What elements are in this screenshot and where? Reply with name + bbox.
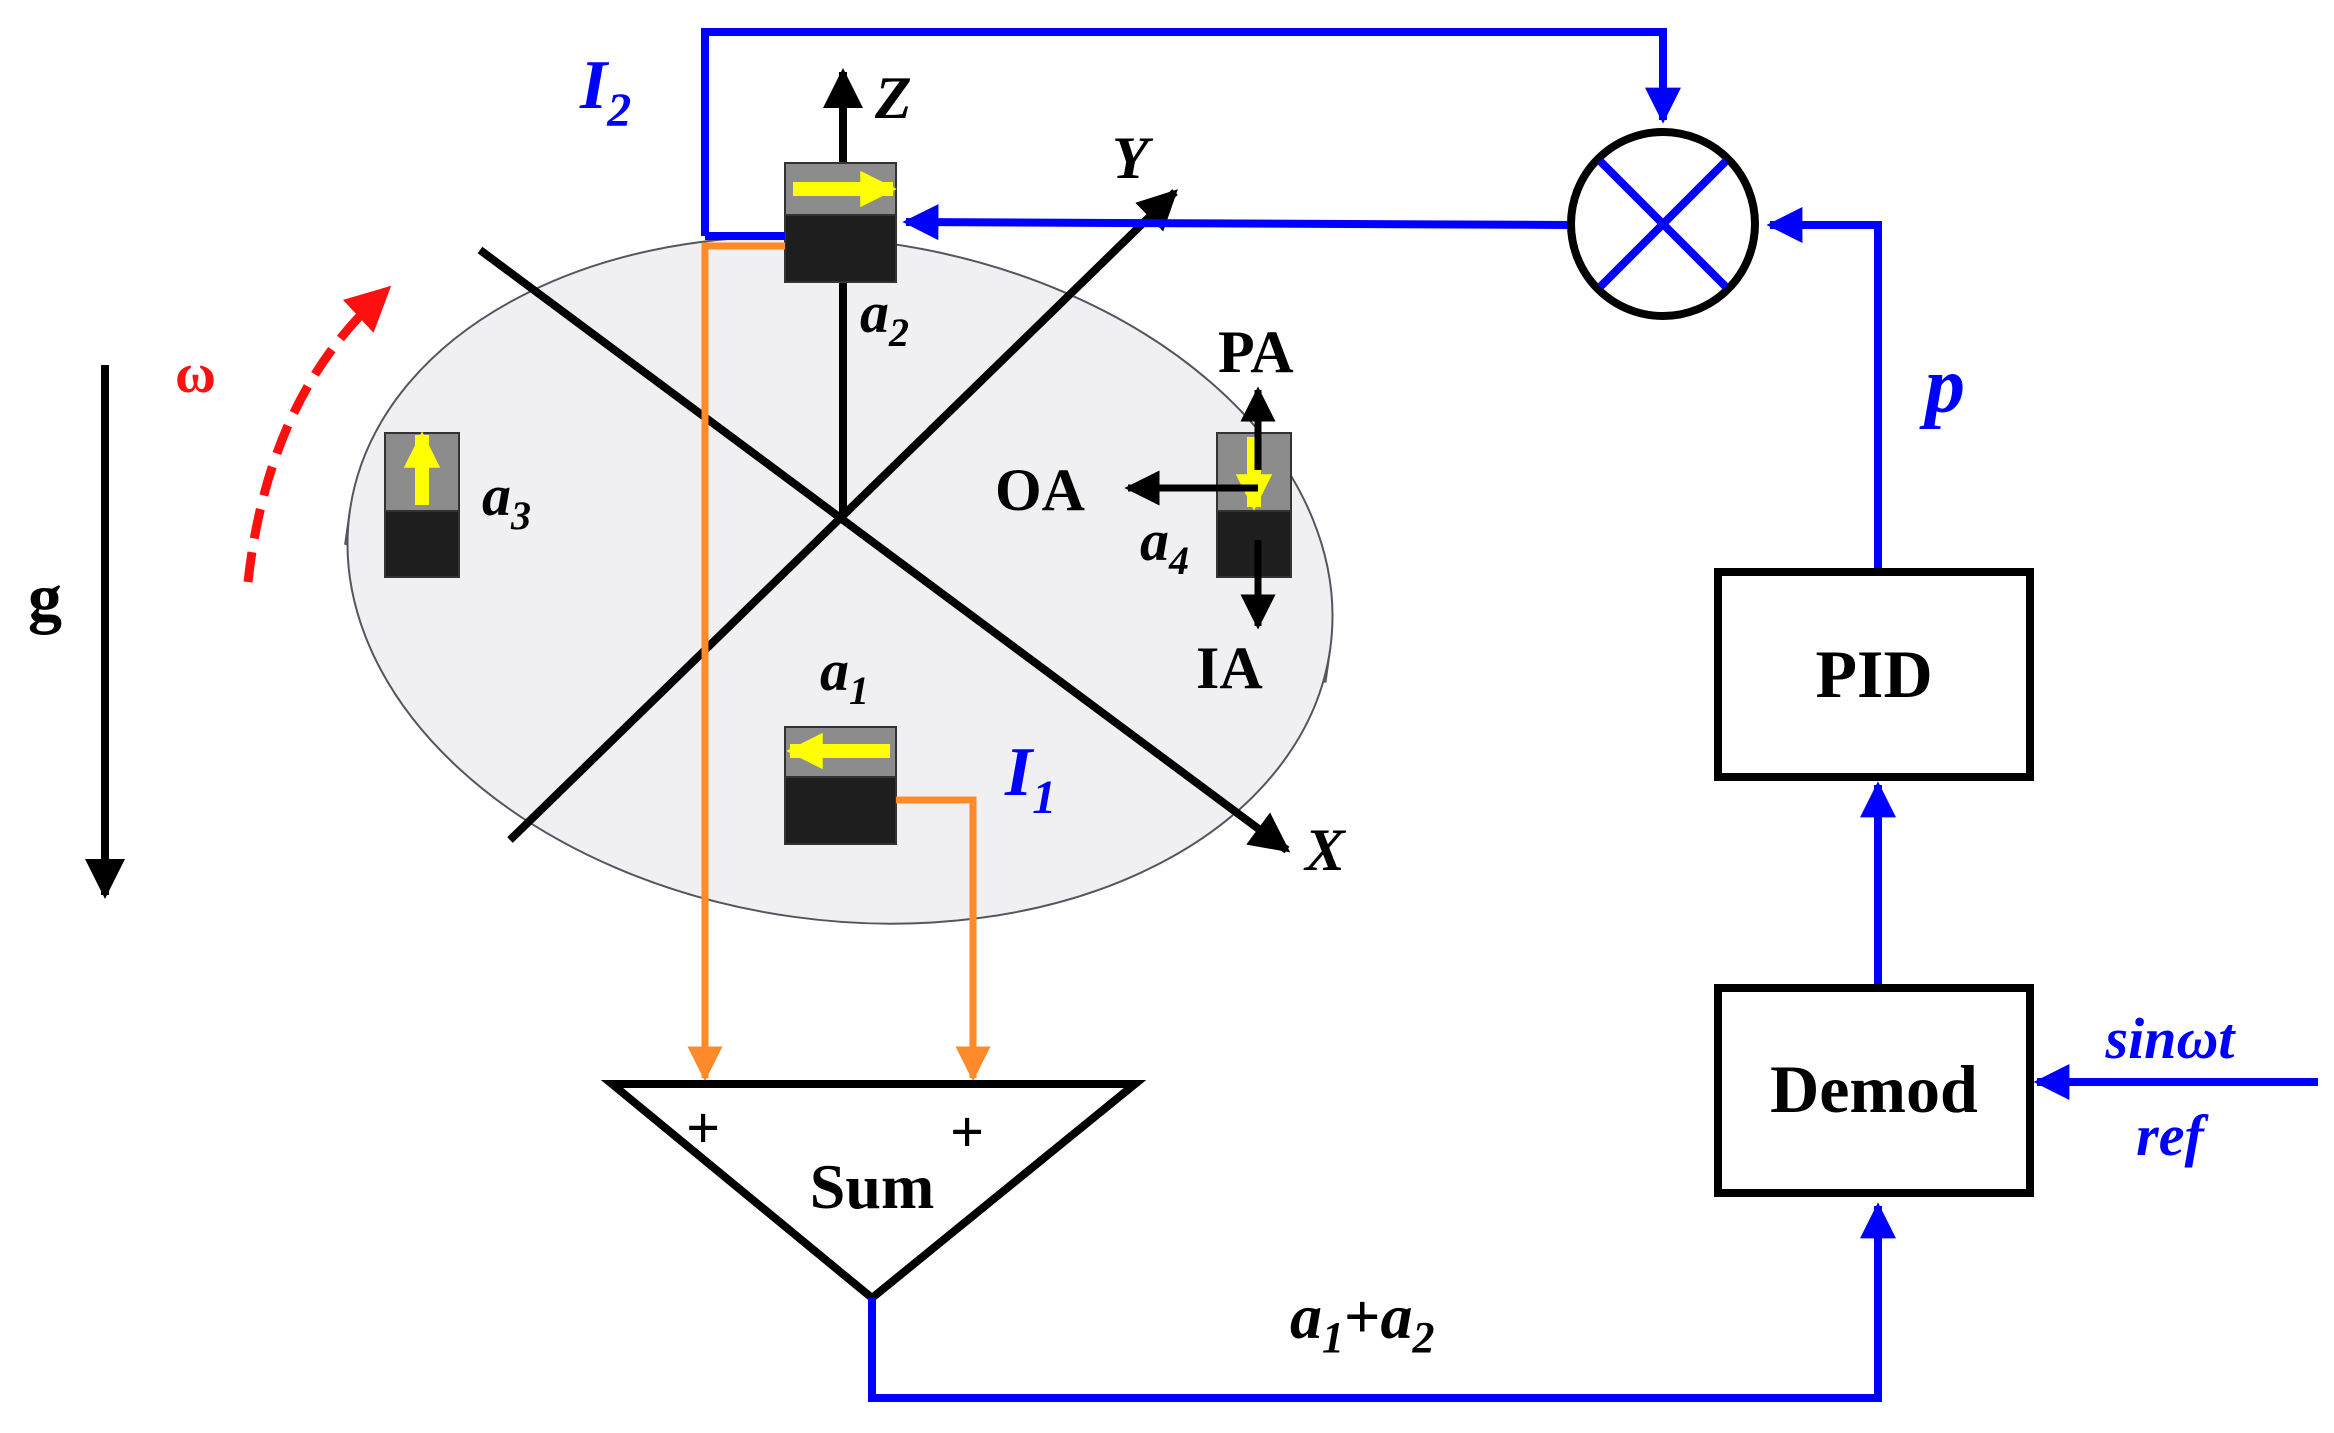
- current-i1-label: I1: [1004, 734, 1056, 824]
- i2-drive-wire: [701, 28, 1681, 236]
- sum-block: + + Sum: [600, 1080, 1147, 1304]
- axis-z-label: Z: [874, 65, 912, 131]
- accelerometer-a2-body: [784, 214, 897, 283]
- accelerometer-a3: a3: [384, 431, 531, 578]
- multiplier-to-a2-wire: [902, 204, 1569, 241]
- demod-block: Demod: [1714, 984, 2034, 1197]
- sum-triangle: [600, 1080, 1147, 1304]
- pid-block: PID: [1714, 568, 2034, 781]
- a1-output-wire: [896, 796, 991, 1082]
- pid-to-multiplier-wire: [1766, 207, 1882, 568]
- accelerometer-a1-body: [784, 776, 897, 845]
- reference-label-line1: sinωt: [2105, 1006, 2237, 1071]
- axis-y-label: Y: [1112, 125, 1154, 191]
- accelerometer-a2: a2: [784, 162, 909, 355]
- sum-to-demod-wire: [868, 1202, 1896, 1402]
- pid-box: [1714, 568, 2034, 781]
- demod-box: [1714, 984, 2034, 1197]
- ia-label: IA: [1196, 635, 1263, 701]
- accelerometer-a1: a1: [784, 638, 897, 845]
- sum-output-label: a1+a2: [1290, 1281, 1434, 1362]
- accelerometer-a3-body: [384, 510, 460, 578]
- sum-plus-left: +: [686, 1095, 720, 1161]
- sum-plus-right: +: [950, 1099, 984, 1165]
- demod-label: Demod: [1770, 1051, 1978, 1127]
- feedback-loop: [701, 28, 2318, 1402]
- rotation-arrow-icon: [243, 285, 392, 583]
- multiplier-icon: [1567, 128, 1759, 320]
- gravity-label: g: [28, 559, 62, 635]
- gravity-indicator: g: [28, 365, 125, 899]
- pa-label: PA: [1218, 319, 1294, 385]
- accelerometer-a2-label: a2: [860, 280, 909, 355]
- a2-output-wire: [687, 242, 785, 1082]
- axis-x-label: X: [1303, 817, 1347, 883]
- p-label: p: [1919, 342, 1965, 430]
- rotation-indicator: ω: [175, 285, 392, 583]
- accelerometer-a3-label: a3: [482, 463, 531, 538]
- multiplier-cross-b: [1597, 158, 1729, 290]
- accelerometer-a4: PA OA IA a4: [995, 319, 1294, 701]
- oa-label: OA: [995, 457, 1085, 523]
- pid-label: PID: [1815, 636, 1932, 712]
- axis-x-line: [477, 246, 1291, 854]
- accelerometer-output-wires: [687, 242, 991, 1082]
- accelerometer-a1-label: a1: [820, 638, 869, 713]
- rotation-label: ω: [175, 343, 216, 405]
- sum-label: Sum: [810, 1151, 935, 1222]
- reference-label-line2: ref: [2136, 1103, 2209, 1168]
- accelerometer-a4-label: a4: [1140, 508, 1189, 583]
- coordinate-axes: Z Y X: [477, 65, 1347, 883]
- accelerometer-a4-body: [1216, 510, 1292, 578]
- current-i2-label: I2: [579, 47, 631, 137]
